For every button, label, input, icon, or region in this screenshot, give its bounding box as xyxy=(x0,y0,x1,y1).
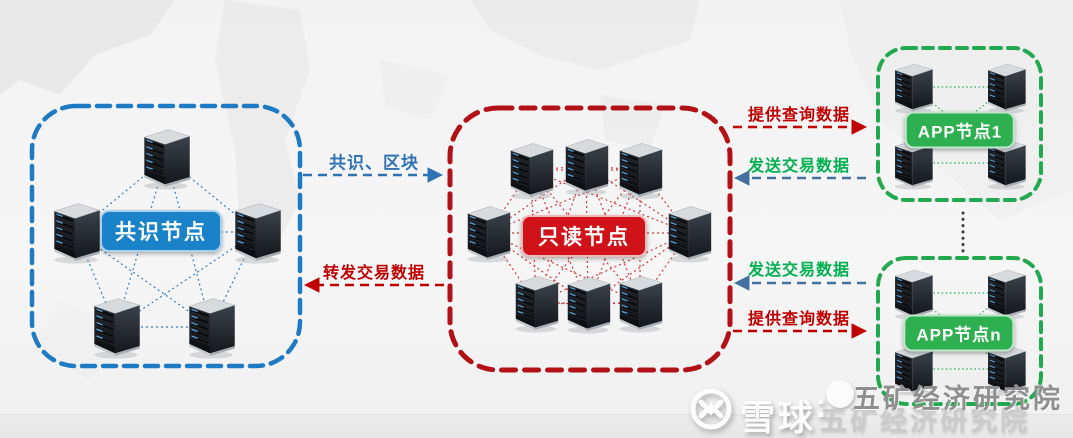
watermark-separator: : xyxy=(815,386,830,425)
flow-label-consensus-block: 共识、区块 xyxy=(329,153,419,173)
flow-label-send-tx-bottom: 发送交易数据 xyxy=(747,262,851,279)
xueqiu-logo-icon xyxy=(690,388,732,430)
watermark-org-shadow: 五矿经济研究院 xyxy=(820,406,1030,436)
watermark-brand: 雪球 xyxy=(740,399,817,438)
floor-strip xyxy=(0,414,1073,438)
flow-label-provide-query-bottom: 提供查询数据 xyxy=(747,311,851,328)
flow-label-forward-tx: 转发交易数据 xyxy=(322,265,426,282)
flow-label-send-tx-top: 发送交易数据 xyxy=(747,158,851,175)
flow-label-provide-query-top: 提供查询数据 xyxy=(747,107,851,124)
org-avatar xyxy=(826,380,854,408)
watermark-org: 五矿经济研究院 xyxy=(853,384,1063,414)
